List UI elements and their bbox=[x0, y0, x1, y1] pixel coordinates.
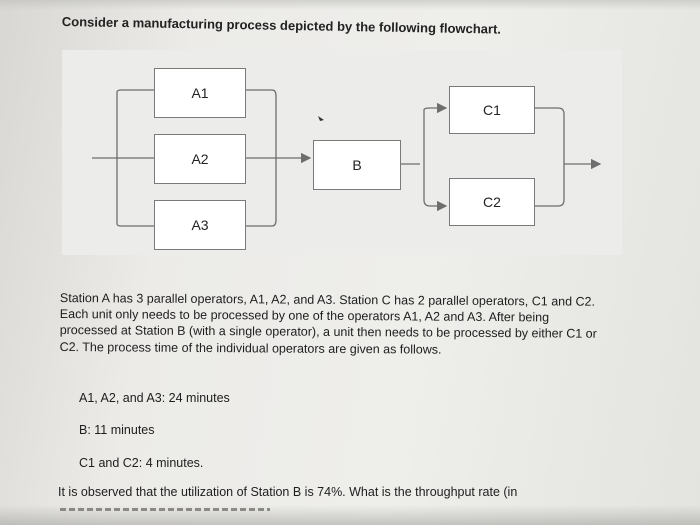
station-b-box: B bbox=[313, 140, 401, 190]
time-c-line: C1 and C2: 4 minutes. bbox=[79, 456, 204, 470]
station-a1-box: A1 bbox=[154, 68, 246, 118]
flowchart: A1 A2 A3 B C1 C2 bbox=[62, 50, 622, 255]
station-a3-box: A3 bbox=[154, 200, 246, 250]
station-c1-box: C1 bbox=[449, 86, 535, 134]
c-merge-line bbox=[533, 107, 565, 207]
description-paragraph: Station A has 3 parallel operators, A1, … bbox=[59, 290, 597, 357]
a3-in-line bbox=[116, 223, 154, 227]
a1-in-line bbox=[116, 89, 154, 93]
time-a-line: A1, A2, and A3: 24 minutes bbox=[79, 391, 230, 405]
c1-in-arrow bbox=[423, 102, 448, 114]
flowchart-connectors bbox=[92, 89, 602, 227]
cursor-icon bbox=[318, 116, 324, 121]
station-c2-box: C2 bbox=[449, 178, 535, 226]
c2-in-arrow bbox=[423, 199, 448, 212]
station-a2-box: A2 bbox=[154, 134, 246, 184]
top-shadow bbox=[0, 0, 700, 10]
bottom-shadow bbox=[0, 505, 700, 525]
time-b-line: B: 11 minutes bbox=[79, 423, 155, 437]
question-line: It is observed that the utilization of S… bbox=[58, 485, 518, 499]
